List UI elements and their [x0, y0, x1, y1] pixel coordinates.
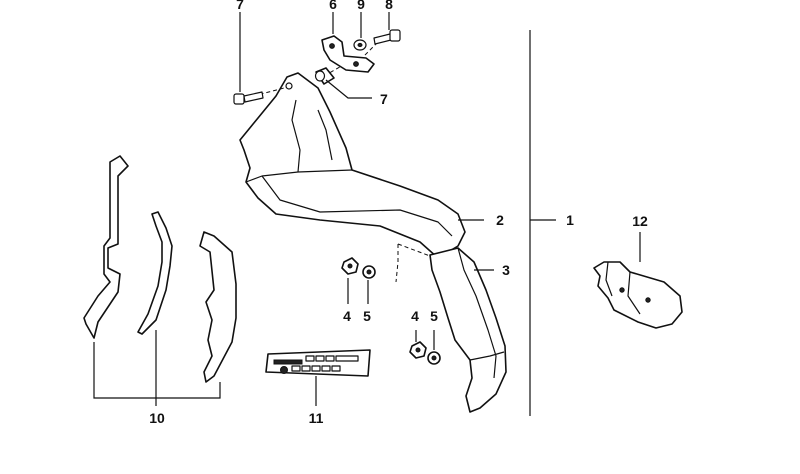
callout-4-a: 4 — [343, 308, 351, 324]
callout-3: 3 — [502, 262, 510, 278]
trim-strip-10-c — [199, 231, 237, 383]
callout-10: 10 — [149, 410, 165, 426]
washer-9 — [353, 39, 367, 51]
callout-8-left: 7 — [236, 0, 244, 12]
washer-5-a — [362, 265, 376, 279]
callout-4-b: 4 — [411, 308, 419, 324]
callout-8-top: 8 — [385, 0, 393, 12]
callout-labels: 7 6 9 8 7 2 1 3 4 5 4 5 10 11 12 — [149, 0, 648, 426]
fairing-panel-upper — [239, 72, 466, 259]
callout-2: 2 — [496, 212, 504, 228]
bracket-6 — [321, 35, 375, 73]
nut-4-b — [409, 341, 427, 359]
callout-7: 7 — [380, 91, 388, 107]
bracket-12 — [593, 261, 683, 329]
leader-lines — [93, 12, 641, 416]
fairing-panel-lower — [429, 247, 507, 413]
trim-strip-10-b — [137, 211, 173, 335]
callout-6: 6 — [329, 0, 337, 12]
callout-5-a: 5 — [363, 308, 371, 324]
callout-12: 12 — [632, 213, 648, 229]
label-plate-11 — [265, 349, 371, 377]
nut-4-a — [341, 257, 359, 275]
washer-5-b — [427, 351, 441, 365]
callout-1: 1 — [566, 212, 574, 228]
callout-11: 11 — [309, 410, 324, 426]
callout-5-b: 5 — [430, 308, 438, 324]
trim-strip-10-a — [83, 155, 129, 339]
screw-8-left — [233, 91, 264, 105]
screw-8-top — [373, 29, 401, 45]
callout-9: 9 — [357, 0, 365, 12]
spacer-7 — [314, 67, 335, 85]
